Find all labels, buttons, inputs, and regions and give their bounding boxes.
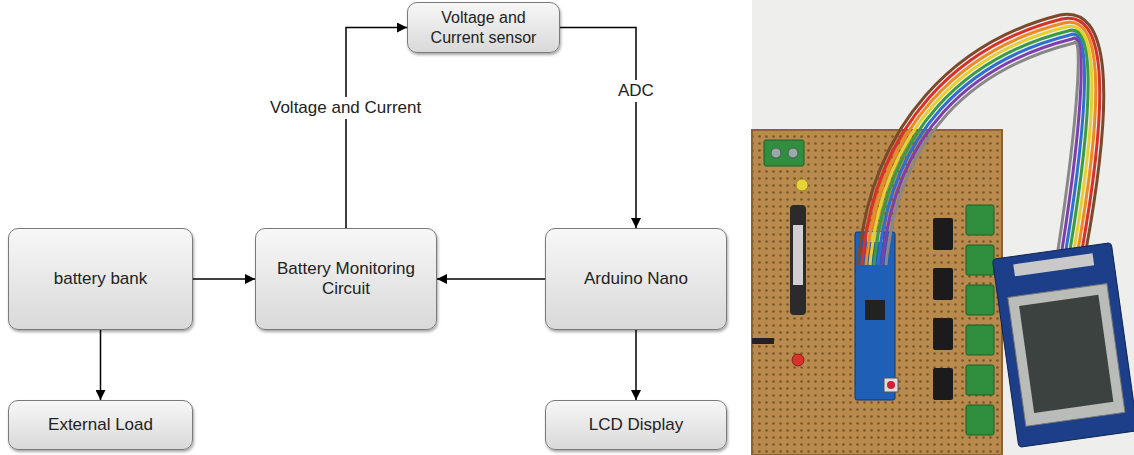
process-box: External Load [8, 400, 193, 450]
box-label: External Load [48, 415, 153, 435]
arrow-connector [346, 28, 407, 229]
box-label: Voltage and Current sensor [416, 8, 551, 46]
box-label: Arduino Nano [584, 269, 688, 289]
edge-label: ADC [615, 80, 657, 102]
box-label: LCD Display [589, 415, 683, 435]
arrow-connector [560, 28, 636, 229]
process-box: Arduino Nano [545, 228, 727, 330]
edge-label: Voltage and Current [267, 97, 424, 119]
arrow-connector [635, 330, 637, 400]
process-box: Voltage and Current sensor [407, 2, 560, 53]
arrow-connector [193, 278, 255, 280]
arrow-connector [100, 330, 102, 400]
process-box: battery bank [8, 228, 193, 330]
process-box: LCD Display [545, 400, 727, 450]
box-label: Battery Monitoring Circuit [264, 259, 428, 300]
process-box: Battery Monitoring Circuit [255, 228, 437, 330]
arrow-connector [437, 278, 545, 280]
box-label: battery bank [54, 269, 148, 289]
